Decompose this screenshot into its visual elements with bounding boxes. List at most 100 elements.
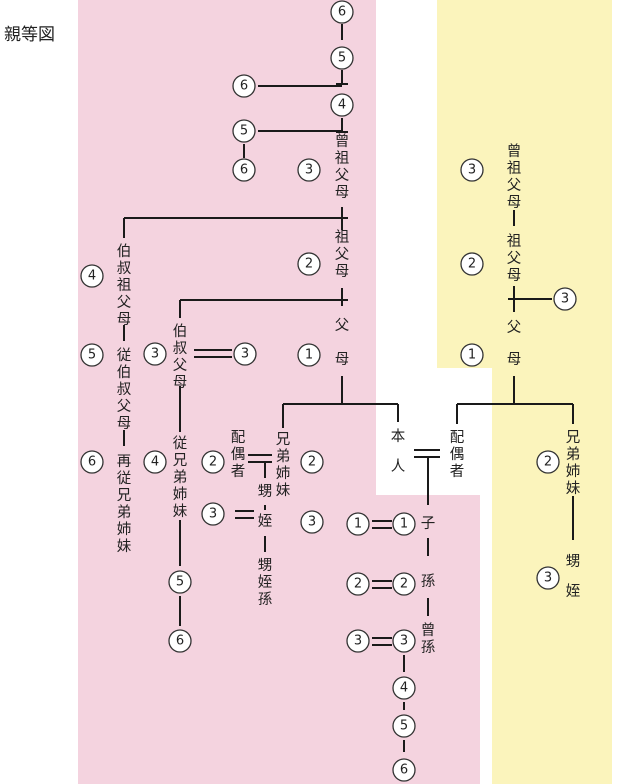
svg-text:5: 5 bbox=[338, 51, 346, 66]
degree-badge: 6 bbox=[232, 74, 256, 98]
svg-text:2: 2 bbox=[305, 257, 313, 272]
svg-text:3: 3 bbox=[241, 347, 249, 362]
svg-text:4: 4 bbox=[400, 681, 408, 696]
label-spouse-oi-mei: 甥姪 bbox=[566, 553, 581, 600]
label-spouse-sosofubo: 曾祖父母 bbox=[507, 143, 522, 211]
svg-text:2: 2 bbox=[209, 455, 217, 470]
label-spouse-fubo: 父母 bbox=[507, 320, 522, 368]
label-sosofubo: 曾祖父母 bbox=[335, 133, 350, 201]
degree-badge: 1 bbox=[460, 343, 484, 367]
degree-badge: 3 bbox=[346, 629, 370, 653]
degree-badge: 1 bbox=[392, 512, 416, 536]
svg-text:3: 3 bbox=[209, 507, 217, 522]
svg-text:3: 3 bbox=[354, 634, 362, 649]
label-haigusha: 配偶者 bbox=[450, 429, 465, 480]
svg-text:3: 3 bbox=[468, 163, 476, 178]
connector-lines bbox=[123, 24, 574, 752]
label-oi-mei: 甥姪 bbox=[258, 483, 273, 530]
svg-text:4: 4 bbox=[88, 269, 96, 284]
degree-badge: 4 bbox=[392, 676, 416, 700]
svg-text:6: 6 bbox=[400, 763, 408, 778]
svg-text:5: 5 bbox=[88, 348, 96, 363]
label-dashes bbox=[341, 218, 515, 230]
label-spouse-sofubo: 祖父母 bbox=[507, 233, 522, 284]
svg-text:2: 2 bbox=[400, 577, 408, 592]
degree-badge: 2 bbox=[297, 252, 321, 276]
degree-badge: 6 bbox=[392, 758, 416, 782]
svg-text:6: 6 bbox=[88, 455, 96, 470]
label-haigusha-sibling: 配偶者 bbox=[231, 429, 246, 480]
degree-badge: 4 bbox=[80, 264, 104, 288]
svg-text:6: 6 bbox=[240, 163, 248, 178]
label-jukyodai: 従伯叔父母 bbox=[117, 347, 132, 432]
degree-badge: 3 bbox=[143, 342, 167, 366]
svg-text:4: 4 bbox=[151, 455, 159, 470]
svg-text:3: 3 bbox=[400, 634, 408, 649]
blood-relatives-region bbox=[78, 0, 480, 784]
degree-badge: 4 bbox=[330, 93, 354, 117]
svg-text:3: 3 bbox=[308, 515, 316, 530]
degree-badge: 3 bbox=[460, 158, 484, 182]
degree-badge: 3 bbox=[297, 158, 321, 182]
page-title: 親等図 bbox=[4, 25, 55, 45]
svg-text:3: 3 bbox=[151, 347, 159, 362]
svg-text:1: 1 bbox=[400, 517, 408, 532]
svg-text:1: 1 bbox=[354, 517, 362, 532]
degree-badge: 3 bbox=[553, 287, 577, 311]
label-honnin: 本人 bbox=[391, 428, 406, 475]
svg-text:1: 1 bbox=[468, 348, 476, 363]
svg-text:3: 3 bbox=[544, 571, 552, 586]
degree-badge: 6 bbox=[330, 0, 354, 24]
degree-badge: 5 bbox=[330, 46, 354, 70]
degree-badge: 3 bbox=[233, 342, 257, 366]
degree-badge: 3 bbox=[392, 629, 416, 653]
degree-badge: 2 bbox=[392, 572, 416, 596]
svg-text:3: 3 bbox=[305, 163, 313, 178]
label-oi-mei-son: 甥姪孫 bbox=[258, 557, 273, 608]
label-himago: 曾孫 bbox=[421, 622, 436, 656]
svg-text:6: 6 bbox=[338, 5, 346, 20]
degree-badge: 3 bbox=[300, 510, 324, 534]
degree-badge: 6 bbox=[80, 450, 104, 474]
degree-badge: 2 bbox=[346, 572, 370, 596]
label-itoko: 従兄弟姉妹 bbox=[173, 435, 188, 520]
degree-badge: 1 bbox=[346, 512, 370, 536]
degree-badge: 5 bbox=[392, 714, 416, 738]
degree-badge: 3 bbox=[536, 566, 560, 590]
svg-text:5: 5 bbox=[240, 124, 248, 139]
label-fubo: 父母 bbox=[335, 318, 350, 368]
degree-badge: 2 bbox=[300, 450, 324, 474]
degree-badge: 6 bbox=[168, 629, 192, 653]
degree-badge: 2 bbox=[201, 450, 225, 474]
svg-text:6: 6 bbox=[176, 634, 184, 649]
label-mago: 孫 bbox=[421, 573, 436, 590]
label-oji-oba-grand: 伯叔祖父母 bbox=[117, 243, 132, 328]
svg-text:3: 3 bbox=[561, 292, 569, 307]
degree-badge: 5 bbox=[168, 570, 192, 594]
svg-text:2: 2 bbox=[354, 577, 362, 592]
label-spouse-kyodai: 兄弟姉妹 bbox=[566, 430, 581, 497]
svg-text:5: 5 bbox=[176, 575, 184, 590]
svg-text:6: 6 bbox=[240, 79, 248, 94]
label-oji-oba: 伯叔父母 bbox=[173, 323, 188, 391]
svg-text:5: 5 bbox=[400, 719, 408, 734]
degree-badges: 6 5 4 6 5 6 3 2 1 4 5 6 3 3 4 5 6 2 2 3 … bbox=[80, 0, 577, 782]
svg-text:2: 2 bbox=[468, 257, 476, 272]
affinity-relatives-region bbox=[437, 0, 612, 784]
svg-text:4: 4 bbox=[338, 98, 346, 113]
label-sofubo: 祖父母 bbox=[335, 229, 350, 280]
svg-text:2: 2 bbox=[308, 455, 316, 470]
degree-badge: 4 bbox=[143, 450, 167, 474]
label-haitoko: 再従兄弟姉妹 bbox=[117, 454, 132, 555]
degree-badge: 5 bbox=[80, 343, 104, 367]
degree-badge: 1 bbox=[297, 343, 321, 367]
label-ko: 子 bbox=[421, 515, 436, 532]
degree-badge: 5 bbox=[232, 119, 256, 143]
svg-text:2: 2 bbox=[544, 455, 552, 470]
label-kyodai: 兄弟姉妹 bbox=[276, 432, 291, 499]
degree-badge: 2 bbox=[536, 450, 560, 474]
svg-text:1: 1 bbox=[305, 348, 313, 363]
degree-badge: 2 bbox=[460, 252, 484, 276]
degree-badge: 3 bbox=[201, 502, 225, 526]
